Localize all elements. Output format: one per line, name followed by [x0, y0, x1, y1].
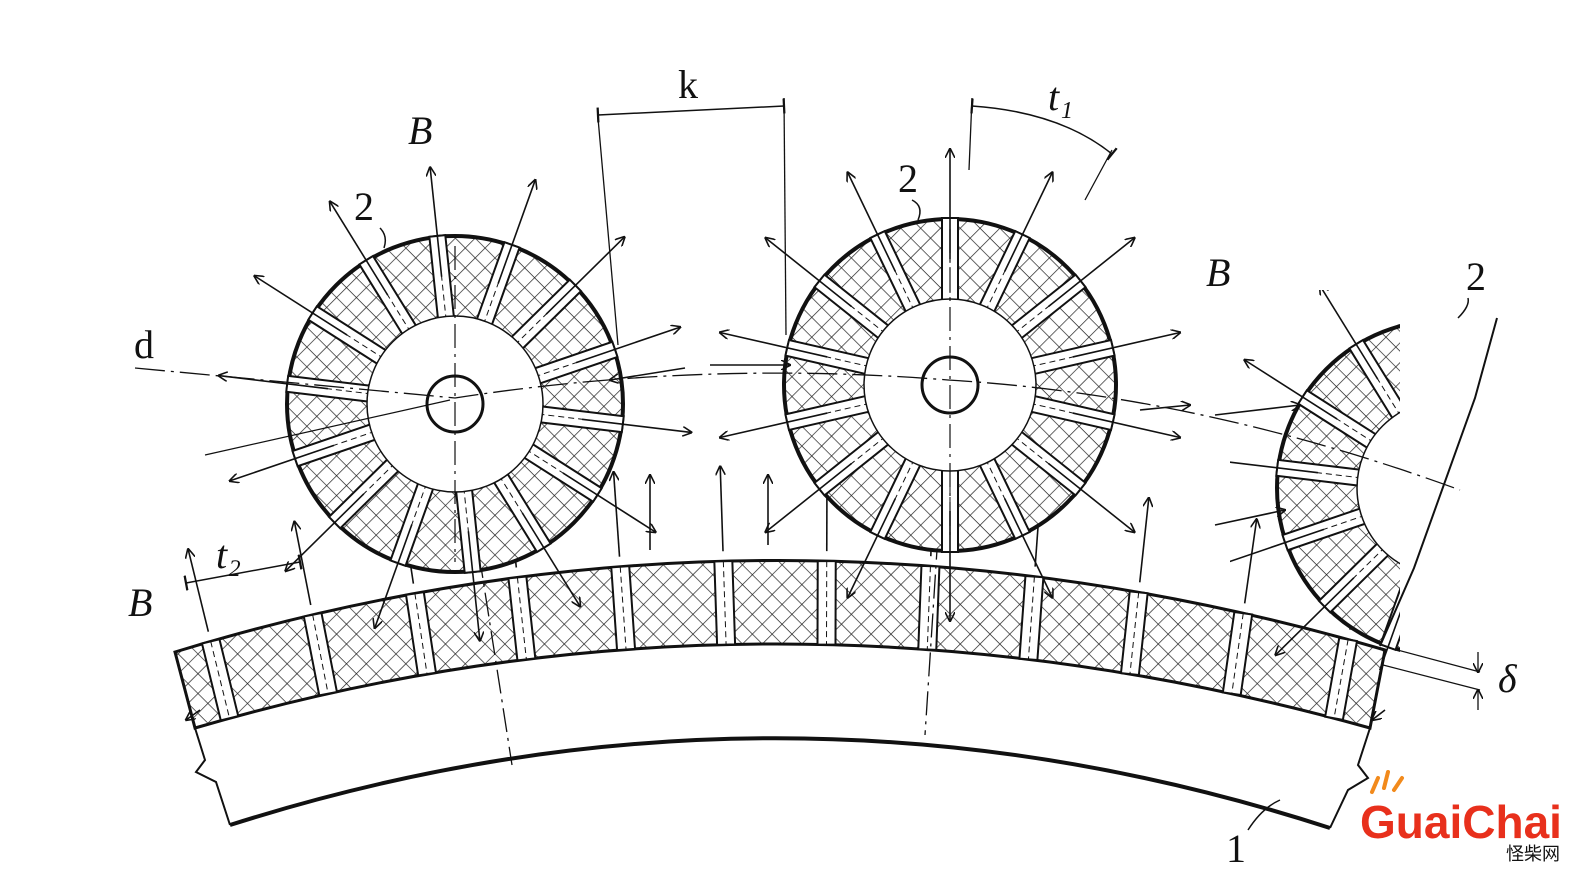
wheel-slot — [1466, 326, 1510, 411]
field-arrow — [1215, 510, 1285, 525]
dimension-t1 — [969, 98, 1112, 200]
label-t1: t₁ — [1048, 74, 1073, 119]
ring-field-arrow — [1245, 519, 1257, 603]
leader-2-center — [912, 200, 920, 220]
watermark-guai: GuaiChai — [1360, 796, 1562, 848]
wheel-hub — [1415, 458, 1475, 518]
wheel-slot — [1499, 364, 1571, 435]
label-part-2-center: 2 — [898, 156, 918, 201]
wheel-center — [720, 149, 1180, 621]
slot-centerline — [1489, 559, 1534, 631]
label-part-1: 1 — [1226, 826, 1246, 871]
leader-2-left — [380, 228, 385, 248]
ring-hatched-band — [175, 560, 1385, 728]
label-b-vector-top: B⃗ — [408, 108, 464, 153]
wheel-slot — [1419, 319, 1444, 405]
label-part-2-left: 2 — [354, 184, 374, 229]
slot-centerline — [1516, 533, 1588, 579]
left-break-line — [195, 728, 230, 825]
watermark-logo: GuaiChai 怪柴网 — [1360, 772, 1562, 865]
wheel-inner-bore — [1357, 400, 1533, 576]
label-b-vector-right: B⃗ — [1206, 250, 1262, 295]
field-arrow — [1512, 597, 1570, 691]
label-part-2-right: 2 — [1466, 254, 1486, 299]
field-arrow — [1215, 405, 1300, 415]
wheel-slot — [1522, 426, 1590, 469]
field-arrow — [1553, 557, 1590, 616]
field-arrow — [1140, 405, 1190, 410]
label-k: k — [678, 62, 698, 107]
dimension-delta — [1383, 648, 1480, 710]
ring-inner-arc — [230, 738, 1330, 828]
slot-centerline — [1524, 433, 1590, 460]
label-t2: t₂ — [216, 532, 241, 577]
flame-icon — [1372, 772, 1402, 792]
slot-centerline — [1473, 329, 1502, 409]
label-delta: δ — [1498, 656, 1518, 701]
field-arrow — [1572, 503, 1590, 516]
wheel-slot — [1482, 555, 1540, 636]
slot-centerline — [1528, 498, 1590, 508]
ring-field-arrow — [720, 466, 723, 551]
wheel-slot — [1511, 526, 1590, 585]
ring-field-arrow — [188, 549, 208, 632]
slot-centerline — [1427, 320, 1436, 405]
wheel-slot — [1527, 490, 1590, 516]
slot-centerline — [1505, 369, 1566, 429]
leader-2-right — [1458, 298, 1468, 318]
dimension-t2 — [186, 562, 300, 583]
label-d: d — [134, 322, 154, 367]
dimension-k — [598, 98, 786, 345]
ring-field-arrow — [1140, 498, 1149, 583]
watermark-sub: 怪柴网 — [1506, 844, 1560, 865]
label-b-vector-left: B⃗ — [128, 580, 184, 625]
slot-centerline — [1454, 572, 1463, 657]
wheel-slot — [1446, 571, 1471, 657]
field-arrow — [1458, 615, 1469, 724]
ring-field-arrow — [614, 472, 620, 557]
